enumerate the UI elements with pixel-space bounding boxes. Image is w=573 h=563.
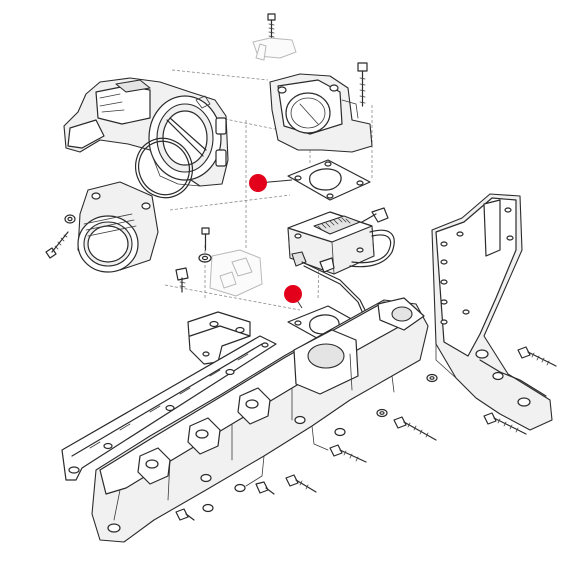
- manifold-gasket: [61, 335, 277, 481]
- manifold-washers: [376, 373, 438, 418]
- upper-gasket: [287, 159, 371, 201]
- manifold-bolt-5: [175, 503, 214, 521]
- housing-bolt: [357, 62, 368, 107]
- throttle-adapter-housing: [269, 73, 373, 153]
- intake-manifold: [91, 297, 429, 543]
- callout-marker-1: [249, 174, 267, 192]
- throttle-body: [63, 77, 229, 187]
- left-bolt: [45, 231, 69, 259]
- heater-module: [287, 207, 395, 327]
- small-bracket: [187, 311, 251, 365]
- manifold-bolt-1: [393, 416, 437, 441]
- callout-upper-gasket: [249, 174, 293, 192]
- small-screw: [198, 227, 212, 263]
- mid-bolt: [175, 267, 189, 293]
- inlet-adapter: [77, 181, 159, 273]
- ghost-sensor-bracket: [252, 37, 297, 61]
- manifold-bolt-2: [329, 444, 367, 463]
- support-bracket: [431, 193, 553, 431]
- top-bolt: [267, 13, 276, 41]
- ghost-connector: [209, 249, 263, 297]
- bracket-bolt-1: [517, 346, 557, 367]
- manifold-bolt-3: [285, 474, 317, 493]
- bracket-bolt-2: [483, 412, 527, 435]
- small-washer-left: [64, 214, 76, 224]
- o-ring-seal: [135, 137, 193, 199]
- callout-marker-2: [284, 285, 302, 303]
- manifold-bolt-4: [234, 481, 275, 495]
- callout-lower-gasket: [284, 285, 303, 309]
